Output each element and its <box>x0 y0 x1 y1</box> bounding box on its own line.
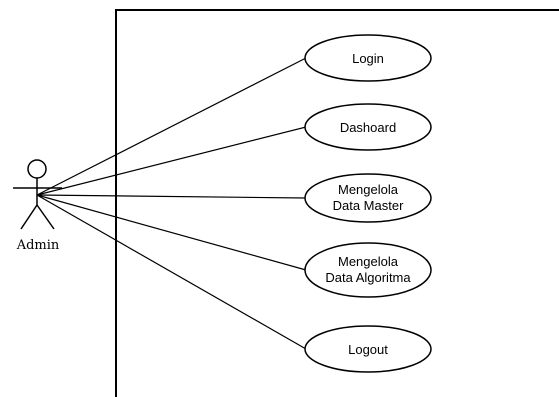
use-case-ellipse <box>304 34 432 82</box>
association-login <box>36 57 307 196</box>
association-mengelola-data-master <box>36 194 307 199</box>
use-case-mengelola-data-master: Mengelola Data Master <box>304 173 432 223</box>
use-case-login: Login <box>304 34 432 82</box>
associations <box>36 57 307 350</box>
actor-label: Admin <box>16 238 60 253</box>
association-mengelola-data-algoritma <box>36 194 307 271</box>
use-case-logout: Logout <box>304 325 432 373</box>
use-case-ellipse <box>304 103 432 151</box>
actor-left-leg <box>20 204 38 230</box>
use-case-dashboard: Dashoard <box>304 103 432 151</box>
use-case-mengelola-data-algoritma: Mengelola Data Algoritma <box>304 242 432 298</box>
use-case-label-line-1: Mengelola <box>338 254 399 269</box>
use-case-label-line-1: Mengelola <box>338 182 399 197</box>
use-case-label: Login <box>352 51 384 66</box>
actor-right-leg <box>36 204 55 230</box>
use-case-ellipse <box>304 242 432 298</box>
system-boundary <box>115 9 559 397</box>
use-case-ellipse <box>304 173 432 223</box>
association-logout <box>36 194 307 350</box>
use-case-ellipse <box>304 325 432 373</box>
use-case-label: Logout <box>348 342 388 357</box>
association-dashboard <box>36 126 307 196</box>
use-case-label-line-2: Data Algoritma <box>325 270 411 285</box>
use-case-label-line-2: Data Master <box>333 198 404 213</box>
use-case-label: Dashoard <box>340 120 396 135</box>
actor-admin <box>13 159 62 230</box>
actor-head <box>27 159 47 179</box>
